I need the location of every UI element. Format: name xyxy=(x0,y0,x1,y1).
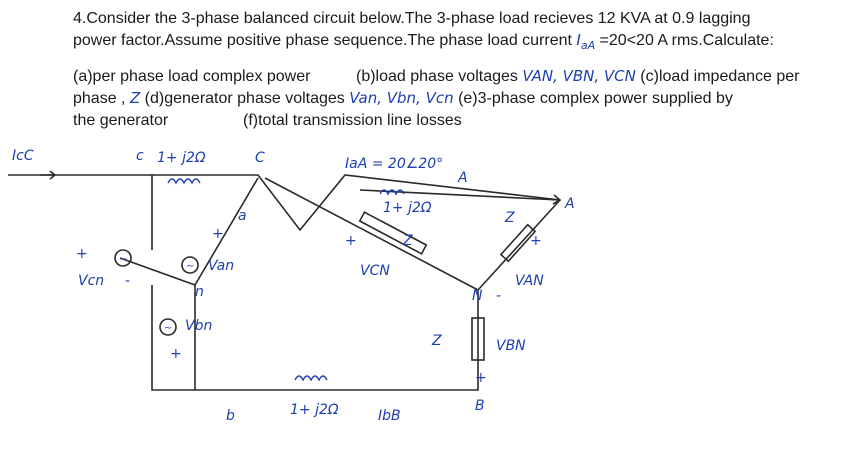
question-line-3c-text: (c)load impedance per xyxy=(635,68,800,85)
handwritten-current-symbol: I xyxy=(576,31,581,49)
label-c-small: c xyxy=(136,148,144,164)
wire-to-A xyxy=(359,189,561,201)
label-current-aA: IaA = 20∠20° xyxy=(345,156,443,172)
question-line-4b: (d)generator phase voltages xyxy=(140,90,350,107)
question-line-1: 4.Consider the 3-phase balanced circuit … xyxy=(73,10,751,27)
bottom-wire xyxy=(151,285,479,391)
top-wire xyxy=(8,174,561,232)
source-cn-icon xyxy=(114,249,132,267)
label-n-gen: n xyxy=(195,284,204,300)
label-plus-cn: + xyxy=(76,246,88,262)
label-A-small: A xyxy=(457,170,468,186)
handwritten-generator-voltages: Van, Vbn, Vcn xyxy=(349,89,454,107)
line-coil-b xyxy=(294,375,328,382)
question-line-2-post: =20<20 A rms.Calculate: xyxy=(595,32,774,49)
question-line-4: phase , Z (d)generator phase voltages Va… xyxy=(73,88,733,109)
question-line-3b: (b)load phase voltages VAN, VBN, VCN (c)… xyxy=(356,66,800,87)
question-line-3a: (a)per phase load complex power xyxy=(73,68,311,85)
question-line-2-pre: power factor.Assume positive phase seque… xyxy=(73,32,577,49)
line-coil-a xyxy=(379,189,405,196)
label-load-z-right: Z xyxy=(504,210,515,226)
question-line-2: power factor.Assume positive phase seque… xyxy=(73,30,774,56)
handwritten-impedance: Z xyxy=(129,89,141,107)
label-plus-bn: + xyxy=(170,346,182,362)
load-impedance-a xyxy=(499,223,537,263)
label-v-bn: Vbn xyxy=(185,318,212,334)
label-line-imp-b: 1+ j2Ω xyxy=(290,402,339,418)
label-load-van: VAN xyxy=(515,273,544,289)
label-node-B: B xyxy=(475,398,485,414)
label-plus-load-a: + xyxy=(530,233,542,249)
question-line-5b: (f)total transmission line losses xyxy=(243,112,462,129)
label-node-b: b xyxy=(226,408,235,424)
load-wye-c xyxy=(264,177,479,291)
label-node-C: C xyxy=(255,150,265,166)
question-line-4c: (e)3-phase complex power supplied by xyxy=(453,90,733,107)
source-cn-tilde: ~ xyxy=(119,254,127,265)
question-line-3b-text: (b)load phase voltages xyxy=(356,68,523,85)
question-line-5a: the generator xyxy=(73,112,169,129)
label-minus-cn: - xyxy=(125,273,130,289)
load-impedance-c xyxy=(358,211,428,255)
label-plus-load-b: + xyxy=(475,370,487,386)
generator-wye-c xyxy=(119,257,196,286)
question-line-4a: phase , xyxy=(73,90,130,107)
generator-wye-a xyxy=(194,177,259,286)
source-bn-icon xyxy=(159,318,177,336)
label-load-vbn: VBN xyxy=(496,338,526,354)
source-an-icon xyxy=(181,256,199,274)
source-an-tilde: ~ xyxy=(186,261,194,272)
load-wye-a xyxy=(477,199,561,291)
label-load-z-bottom: Z xyxy=(431,333,442,349)
label-node-A-big: A xyxy=(564,196,575,212)
circuit-diagram: ~ ~ ~ IcC c 1+ j2Ω C IaA = 20∠20° A 1+ j… xyxy=(8,148,575,424)
arrow-top-left xyxy=(40,170,57,180)
arrow-A xyxy=(544,194,562,205)
label-line-imp-c: 1+ j2Ω xyxy=(157,150,206,166)
label-plus-load-c: + xyxy=(345,233,357,249)
label-v-cn: Vcn xyxy=(78,273,104,289)
label-load-z-mid: Z xyxy=(402,233,413,249)
label-plus-a: + xyxy=(212,226,224,242)
label-load-vcn: VCN xyxy=(360,263,390,279)
load-impedance-b xyxy=(471,317,485,361)
line-coil-c xyxy=(167,178,201,185)
handwritten-current-subscript: aA xyxy=(580,39,596,53)
label-line-imp-a: 1+ j2Ω xyxy=(383,200,432,216)
label-node-a: a xyxy=(238,208,247,224)
label-current-bB: IbB xyxy=(378,408,401,424)
label-v-an: Van xyxy=(208,258,234,274)
label-node-N: N xyxy=(472,288,483,304)
label-minus-N: - xyxy=(496,288,501,304)
label-i-c: IcC xyxy=(12,148,34,164)
handwritten-load-voltages: VAN, VBN, VCN xyxy=(522,67,636,85)
source-bn-tilde: ~ xyxy=(164,323,172,334)
